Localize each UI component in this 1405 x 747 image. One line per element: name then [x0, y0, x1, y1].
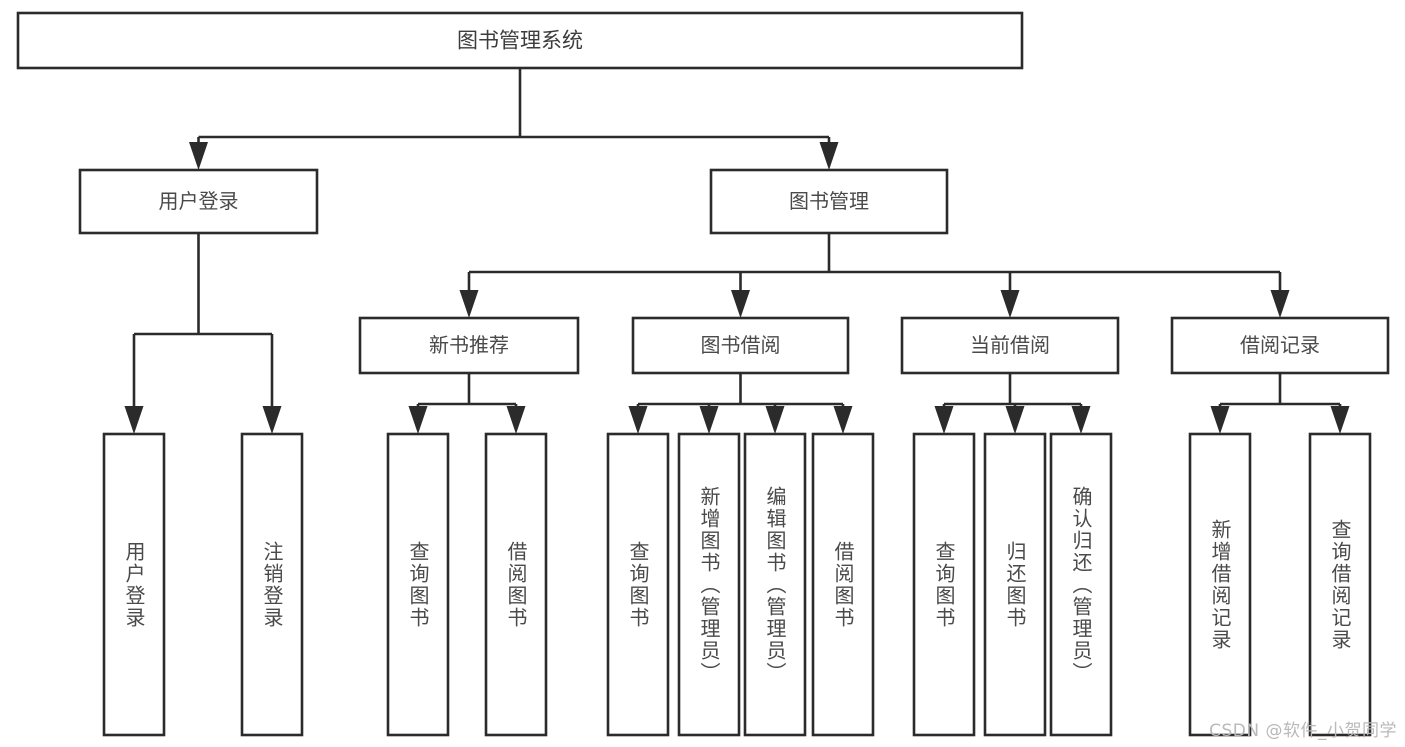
connector-group-new-book-recommend	[408, 373, 526, 434]
node-leaf-borrow-query-book[interactable]	[606, 432, 670, 737]
node-box[interactable]	[677, 432, 741, 737]
watermark-text: CSDN @软件_小贺同学	[1209, 721, 1397, 741]
node-box[interactable]	[1049, 432, 1113, 737]
node-box[interactable]	[900, 316, 1120, 375]
node-box[interactable]	[631, 316, 850, 375]
arrow-head-icon	[262, 406, 282, 434]
node-label: 图书管理系统	[457, 29, 583, 53]
connector-group-user-login	[124, 233, 282, 434]
node-box[interactable]	[240, 432, 304, 737]
arrow-head-icon	[506, 406, 526, 434]
node-root[interactable]: 图书管理系统	[16, 11, 1024, 70]
arrow-head-icon	[1000, 290, 1020, 318]
node-user-login[interactable]: 用户登录	[78, 168, 319, 235]
node-box[interactable]	[16, 11, 1024, 70]
node-label: 图书借阅	[701, 333, 781, 357]
arrow-head-icon	[1005, 406, 1025, 434]
connector-group-current-borrow	[934, 373, 1091, 434]
node-leaf-current-query-book[interactable]	[912, 432, 976, 737]
node-current-borrow[interactable]: 当前借阅	[900, 316, 1120, 375]
arrow-head-icon	[1210, 406, 1230, 434]
node-label: 当前借阅	[970, 333, 1050, 357]
node-box[interactable]	[1170, 316, 1390, 375]
arrow-head-icon	[699, 406, 719, 434]
node-box[interactable]	[811, 432, 875, 737]
node-leaf-recommend-query-book[interactable]	[386, 432, 450, 737]
node-label: 图书管理	[789, 189, 869, 213]
node-leaf-current-return-book[interactable]	[983, 432, 1047, 737]
node-new-book-recommend[interactable]: 新书推荐	[358, 316, 580, 375]
node-box[interactable]	[709, 168, 949, 235]
arrow-head-icon	[731, 290, 750, 318]
node-book-manage[interactable]: 图书管理	[709, 168, 949, 235]
arrow-head-icon	[934, 406, 954, 434]
node-leaf-user-logout[interactable]	[240, 432, 304, 737]
node-leaf-current-confirm-return[interactable]	[1049, 432, 1113, 737]
connector-group-root	[189, 68, 839, 170]
arrow-head-icon	[819, 142, 839, 170]
node-box[interactable]	[386, 432, 450, 737]
node-leaf-user-login[interactable]	[102, 432, 166, 737]
connector-group-book-manage	[459, 233, 1290, 318]
node-box[interactable]	[1188, 432, 1252, 737]
arrow-head-icon	[1330, 406, 1350, 434]
node-leaf-recommend-borrow-book[interactable]	[484, 432, 548, 737]
node-leaf-record-query[interactable]	[1308, 432, 1372, 737]
arrow-head-icon	[765, 406, 785, 434]
arrow-head-icon	[189, 142, 208, 170]
node-borrow-record[interactable]: 借阅记录	[1170, 316, 1390, 375]
node-label: 用户登录	[159, 189, 239, 213]
node-leaf-borrow-edit-book[interactable]	[743, 432, 807, 737]
connector-group-borrow-record	[1210, 373, 1350, 434]
node-box[interactable]	[1308, 432, 1372, 737]
node-leaf-borrow-borrow-book[interactable]	[811, 432, 875, 737]
node-box[interactable]	[484, 432, 548, 737]
node-leaf-borrow-add-book[interactable]	[677, 432, 741, 737]
node-book-borrow[interactable]: 图书借阅	[631, 316, 850, 375]
arrow-head-icon	[628, 406, 648, 434]
arrow-head-icon	[833, 406, 853, 434]
node-label: 借阅记录	[1240, 333, 1320, 357]
node-box[interactable]	[743, 432, 807, 737]
arrow-head-icon	[408, 406, 428, 434]
node-box[interactable]	[983, 432, 1047, 737]
node-box[interactable]	[606, 432, 670, 737]
arrow-head-icon	[1071, 406, 1091, 434]
node-box[interactable]	[78, 168, 319, 235]
arrow-head-icon	[459, 290, 479, 318]
node-label: 新书推荐	[429, 333, 509, 357]
arrow-head-icon	[124, 406, 144, 434]
node-box[interactable]	[912, 432, 976, 737]
node-box[interactable]	[102, 432, 166, 737]
connector-group-book-borrow	[628, 373, 853, 434]
arrow-head-icon	[1270, 290, 1290, 318]
node-leaf-record-add[interactable]	[1188, 432, 1252, 737]
connector-layer	[124, 68, 1350, 434]
node-box[interactable]	[358, 316, 580, 375]
